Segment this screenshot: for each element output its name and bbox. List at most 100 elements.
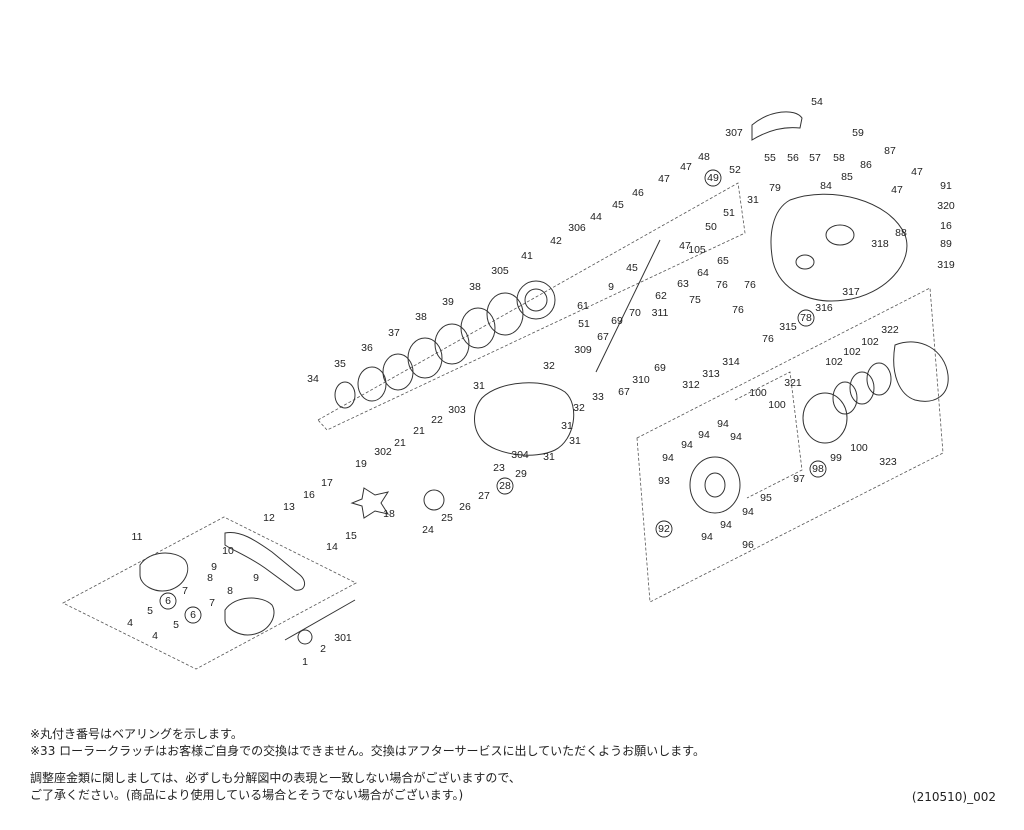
part-label-94: 94 [662, 452, 674, 464]
part-label-56: 56 [787, 152, 799, 164]
notes-block: ※丸付き番号はベアリングを示します。 ※33 ローラークラッチはお客様ご自身での… [30, 726, 705, 804]
part-label-98: 98 [812, 463, 824, 475]
part-label-4: 4 [127, 617, 133, 629]
drag-washer-2 [357, 366, 387, 402]
part-label-14: 14 [326, 541, 338, 553]
bearing-circle-6 [159, 592, 177, 610]
part-label-61: 61 [577, 300, 589, 312]
part-label-1: 1 [302, 656, 308, 668]
part-label-321: 321 [784, 377, 802, 389]
drag-washer-7 [486, 292, 524, 336]
part-label-16: 16 [303, 489, 315, 501]
part-label-86: 86 [860, 159, 872, 171]
brake-plate [802, 392, 848, 444]
part-label-17: 17 [321, 477, 333, 489]
part-label-15: 15 [345, 530, 357, 542]
part-label-314: 314 [722, 356, 740, 368]
handle-nut [297, 629, 313, 645]
part-label-94: 94 [720, 519, 732, 531]
part-label-47: 47 [658, 173, 670, 185]
part-label-94: 94 [717, 418, 729, 430]
part-label-27: 27 [478, 490, 490, 502]
note-washers-2: ご了承ください。(商品により使用している場合とそうでない場合がございます。) [30, 788, 464, 802]
part-label-88: 88 [895, 227, 907, 239]
spool-core [704, 472, 726, 498]
part-label-94: 94 [701, 531, 713, 543]
part-label-38: 38 [469, 281, 481, 293]
part-label-45: 45 [612, 199, 624, 211]
part-label-312: 312 [682, 379, 700, 391]
part-label-67: 67 [618, 386, 630, 398]
part-label-307: 307 [725, 127, 743, 139]
bearing-circle-78 [797, 309, 815, 327]
part-label-65: 65 [717, 255, 729, 267]
part-label-55: 55 [764, 152, 776, 164]
spring-coils [832, 362, 892, 415]
part-label-309: 309 [574, 344, 592, 356]
part-label-51: 51 [578, 318, 590, 330]
part-label-105: 105 [688, 244, 706, 256]
part-label-42: 42 [550, 235, 562, 247]
part-label-47: 47 [891, 184, 903, 196]
part-label-47: 47 [680, 161, 692, 173]
part-label-99: 99 [830, 452, 842, 464]
part-label-23: 23 [493, 462, 505, 474]
part-label-24: 24 [422, 524, 434, 536]
part-label-16: 16 [940, 220, 952, 232]
part-label-64: 64 [697, 267, 709, 279]
part-label-19: 19 [355, 458, 367, 470]
part-label-21: 21 [394, 437, 406, 449]
part-label-315: 315 [779, 321, 797, 333]
part-label-320: 320 [937, 200, 955, 212]
part-label-69: 69 [611, 315, 623, 327]
part-label-44: 44 [590, 211, 602, 223]
part-label-25: 25 [441, 512, 453, 524]
spool-flange-left [689, 456, 741, 514]
part-label-35: 35 [334, 358, 346, 370]
bearing-circle-6 [184, 606, 202, 624]
part-label-22: 22 [431, 414, 443, 426]
part-label-100: 100 [768, 399, 786, 411]
part-label-37: 37 [388, 327, 400, 339]
group-boxes [62, 182, 944, 670]
part-label-313: 313 [702, 368, 720, 380]
part-label-52: 52 [729, 164, 741, 176]
part-label-69: 69 [654, 362, 666, 374]
part-label-93: 93 [658, 475, 670, 487]
part-label-13: 13 [283, 501, 295, 513]
part-label-85: 85 [841, 171, 853, 183]
part-label-49: 49 [707, 172, 719, 184]
star-drag-shape [350, 487, 390, 519]
part-label-94: 94 [742, 506, 754, 518]
note-roller-clutch: ※33 ローラークラッチはお客様ご自身での交換はできません。交換はアフターサービ… [30, 744, 705, 758]
part-label-78: 78 [800, 312, 812, 324]
part-label-310: 310 [632, 374, 650, 386]
main-gear-inner [524, 288, 548, 312]
part-label-100: 100 [850, 442, 868, 454]
part-label-303: 303 [448, 404, 466, 416]
part-label-62: 62 [655, 290, 667, 302]
part-label-9: 9 [211, 561, 217, 573]
part-label-323: 323 [879, 456, 897, 468]
part-label-46: 46 [632, 187, 644, 199]
handle-group-box [62, 516, 357, 670]
part-label-306: 306 [568, 222, 586, 234]
cover-shape-right [893, 341, 949, 402]
part-label-6: 6 [165, 595, 171, 607]
part-label-301: 301 [334, 632, 352, 644]
part-label-5: 5 [173, 619, 179, 631]
part-label-89: 89 [940, 238, 952, 250]
drag-washer-6 [460, 307, 496, 349]
part-label-79: 79 [769, 182, 781, 194]
part-label-18: 18 [383, 508, 395, 520]
part-label-54: 54 [811, 96, 823, 108]
part-label-31: 31 [543, 451, 555, 463]
part-label-11: 11 [132, 531, 143, 543]
part-label-2: 2 [320, 643, 326, 655]
part-label-41: 41 [521, 250, 533, 262]
bearing-circle-98 [809, 460, 827, 478]
part-label-76: 76 [732, 304, 744, 316]
part-label-304: 304 [511, 449, 529, 461]
part-label-48: 48 [698, 151, 710, 163]
part-label-92: 92 [658, 523, 670, 535]
